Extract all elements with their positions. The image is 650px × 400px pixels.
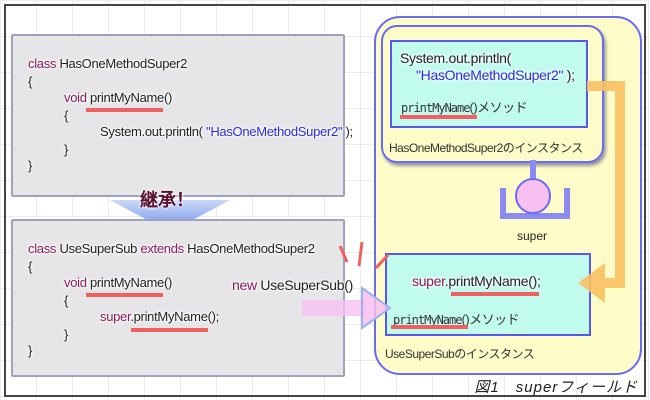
method-suffix: ()メソッド (461, 312, 520, 327)
method-name: printMyName() (89, 275, 173, 290)
keyword: void (64, 90, 87, 105)
keyword: class (28, 241, 57, 256)
class-name: HasOneMethodSuper2 (59, 56, 188, 71)
class-decl: class UseSuperSub extends HasOneMethodSu… (28, 241, 315, 256)
class-name: UseSuperSub() (260, 277, 353, 293)
println-end: ); (563, 67, 575, 83)
underline (86, 108, 163, 112)
super-call: super.printMyName(); (100, 309, 219, 324)
super-call-arrow-icon (578, 81, 625, 303)
keyword: super (100, 309, 131, 324)
method-name: printMyName (401, 101, 470, 115)
underline (451, 292, 539, 296)
keyword: super (412, 273, 445, 289)
keyword: extends (140, 241, 184, 256)
subclass-code-box: class UseSuperSub extends HasOneMethodSu… (11, 219, 345, 377)
class-decl: class HasOneMethodSuper2 (28, 56, 187, 71)
println-end: ); (342, 124, 354, 139)
underline (131, 328, 208, 332)
println-statement: System.out.println( "HasOneMethodSuper2"… (100, 124, 353, 139)
super-field-label: super (517, 229, 548, 243)
super-field-icon (500, 160, 570, 219)
frame (4, 4, 646, 397)
string-literal: "HasOneMethodSuper2" (206, 124, 343, 139)
println: System.out.println( (400, 50, 512, 66)
sub-instance-label: UseSuperSubのインスタンス (385, 347, 535, 361)
method-suffix: ()メソッド (469, 100, 528, 115)
call: .printMyName(); (130, 309, 219, 324)
figure-caption: 図1 superフィールド (474, 379, 638, 396)
super-instance-label: HasOneMethodSuper2のインスタンス (389, 141, 583, 155)
inherit-label: 継承！ (140, 190, 194, 210)
underline (400, 115, 477, 119)
brace: } (64, 142, 69, 157)
parent-name: HasOneMethodSuper2 (187, 241, 315, 256)
inheritance-arrow-icon (110, 200, 230, 232)
method-decl: void printMyName() (64, 90, 172, 105)
underline (86, 293, 163, 297)
call: .printMyName(); (444, 273, 541, 289)
keyword: new (232, 277, 257, 293)
underline (391, 325, 468, 329)
println-args: "HasOneMethodSuper2" ); (416, 67, 575, 83)
super-call: super.printMyName(); (412, 273, 541, 289)
brace: } (28, 343, 33, 358)
brace: { (28, 259, 33, 274)
class-name: UseSuperSub (59, 241, 138, 256)
brace: } (64, 327, 69, 342)
brace: { (64, 293, 69, 308)
superclass-code-box: class HasOneMethodSuper2 { void printMyN… (11, 34, 353, 197)
super-method-label: printMyName()メソッド (401, 97, 528, 116)
string-literal: "HasOneMethodSuper2" (416, 67, 564, 83)
method-name: printMyName() (89, 90, 173, 105)
sub-method-label: printMyName()メソッド (393, 309, 520, 328)
method-decl: void printMyName() (64, 275, 172, 290)
method-name: printMyName (393, 313, 462, 327)
new-expression: new UseSuperSub() (232, 277, 353, 293)
brace: } (28, 158, 33, 173)
brace: { (64, 108, 69, 123)
println: System.out.println( (100, 124, 206, 139)
keyword: void (64, 275, 87, 290)
super-instance-content (390, 40, 588, 128)
brace: { (28, 74, 33, 89)
instantiate-arrow-icon (302, 241, 392, 330)
keyword: class (28, 56, 57, 71)
